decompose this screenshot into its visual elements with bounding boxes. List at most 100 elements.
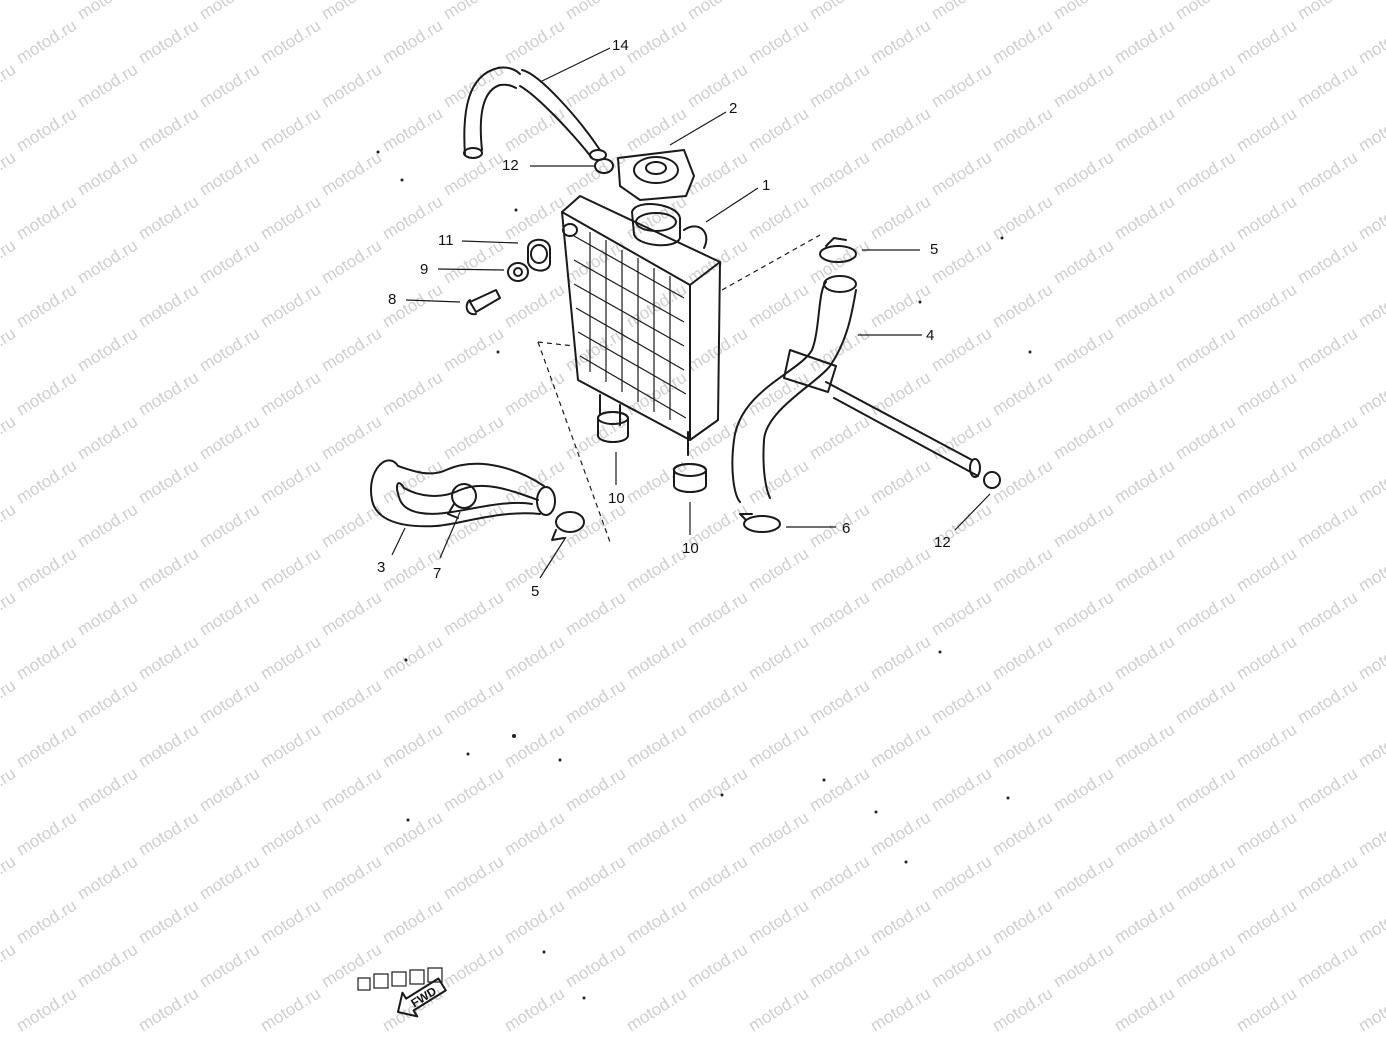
watermark-text: motod.ru bbox=[867, 896, 934, 948]
watermark-text: motod.ru bbox=[1294, 148, 1361, 200]
watermark-text: motod.ru bbox=[1233, 456, 1300, 508]
watermark-text: motod.ru bbox=[318, 60, 385, 112]
watermark-text: motod.ru bbox=[1233, 16, 1300, 68]
watermark-text: motod.ru bbox=[135, 632, 202, 684]
watermark-text: motod.ru bbox=[1294, 60, 1361, 112]
radiator bbox=[561, 195, 721, 456]
watermark-text: motod.ru bbox=[440, 412, 507, 464]
watermark-text: motod.ru bbox=[501, 808, 568, 860]
watermark-text: motod.ru bbox=[74, 940, 141, 992]
watermark-text: motod.ru bbox=[318, 852, 385, 904]
watermark-text: motod.ru bbox=[1294, 0, 1361, 23]
watermark-text: motod.ru bbox=[13, 632, 80, 684]
watermark-text: motod.ru bbox=[257, 808, 324, 860]
watermark-text: motod.ru bbox=[501, 368, 568, 420]
watermark-text: motod.ru bbox=[623, 808, 690, 860]
watermark-text: motod.ru bbox=[928, 324, 995, 376]
washer-9 bbox=[507, 262, 529, 282]
watermark-text: motod.ru bbox=[501, 16, 568, 68]
watermark-text: motod.ru bbox=[1111, 984, 1178, 1036]
watermark-text: motod.ru bbox=[13, 192, 80, 244]
watermark-text: motod.ru bbox=[13, 808, 80, 860]
watermark-text: motod.ru bbox=[1355, 192, 1386, 244]
watermark-text: motod.ru bbox=[928, 0, 995, 23]
callout-5-bottom: 5 bbox=[531, 583, 539, 600]
watermark-text: motod.ru bbox=[1050, 0, 1117, 23]
watermark-text: motod.ru bbox=[1294, 852, 1361, 904]
watermark-text: motod.ru bbox=[379, 808, 446, 860]
watermark-text: motod.ru bbox=[623, 456, 690, 508]
watermark-text: motod.ru bbox=[13, 896, 80, 948]
watermark-text: motod.ru bbox=[989, 632, 1056, 684]
watermark-text: motod.ru bbox=[196, 764, 263, 816]
watermark-text: motod.ru bbox=[501, 280, 568, 332]
watermark-text: motod.ru bbox=[74, 412, 141, 464]
watermark-text: motod.ru bbox=[989, 896, 1056, 948]
watermark-text: motod.ru bbox=[0, 588, 19, 640]
watermark-text: motod.ru bbox=[806, 588, 873, 640]
grommet-10-right bbox=[673, 463, 707, 493]
watermark-text: motod.ru bbox=[318, 236, 385, 288]
watermark-text: motod.ru bbox=[135, 720, 202, 772]
watermark-text: motod.ru bbox=[440, 148, 507, 200]
watermark-text: motod.ru bbox=[745, 192, 812, 244]
watermark-text: motod.ru bbox=[13, 368, 80, 420]
watermark-text: motod.ru bbox=[440, 852, 507, 904]
watermark-text: motod.ru bbox=[928, 588, 995, 640]
watermark-text: motod.ru bbox=[928, 412, 995, 464]
watermark-text: motod.ru bbox=[1355, 632, 1386, 684]
watermark-text: motod.ru bbox=[1355, 368, 1386, 420]
watermark-text: motod.ru bbox=[135, 104, 202, 156]
watermark-text: motod.ru bbox=[989, 192, 1056, 244]
callout-1: 1 bbox=[762, 177, 770, 194]
watermark-text: motod.ru bbox=[196, 588, 263, 640]
watermark-text: motod.ru bbox=[1172, 940, 1239, 992]
watermark-text: motod.ru bbox=[1355, 456, 1386, 508]
clip-5-top bbox=[819, 237, 857, 263]
watermark-text: motod.ru bbox=[1172, 500, 1239, 552]
watermark-text: motod.ru bbox=[806, 0, 873, 23]
watermark-text: motod.ru bbox=[440, 588, 507, 640]
watermark-text: motod.ru bbox=[196, 324, 263, 376]
watermark-text: motod.ru bbox=[1294, 588, 1361, 640]
grommet-11 bbox=[527, 238, 551, 272]
watermark-text: motod.ru bbox=[684, 0, 751, 23]
watermark-text: motod.ru bbox=[1050, 412, 1117, 464]
watermark-text: motod.ru bbox=[867, 984, 934, 1036]
watermark-text: motod.ru bbox=[1233, 544, 1300, 596]
watermark-text: motod.ru bbox=[806, 412, 873, 464]
watermark-text: motod.ru bbox=[562, 324, 629, 376]
watermark-text: motod.ru bbox=[318, 588, 385, 640]
watermark-text: motod.ru bbox=[1111, 368, 1178, 420]
watermark-text: motod.ru bbox=[0, 236, 19, 288]
watermark-text: motod.ru bbox=[1233, 104, 1300, 156]
watermark-text: motod.ru bbox=[318, 676, 385, 728]
watermark-text: motod.ru bbox=[196, 0, 263, 23]
watermark-text: motod.ru bbox=[379, 368, 446, 420]
watermark-text: motod.ru bbox=[745, 984, 812, 1036]
bolt-8 bbox=[465, 289, 501, 316]
watermark-text: motod.ru bbox=[1355, 984, 1386, 1036]
watermark-text: motod.ru bbox=[440, 940, 507, 992]
watermark-text: motod.ru bbox=[867, 456, 934, 508]
watermark-text: motod.ru bbox=[623, 984, 690, 1036]
watermark-text: motod.ru bbox=[1172, 852, 1239, 904]
watermark-text: motod.ru bbox=[1172, 412, 1239, 464]
watermark-text: motod.ru bbox=[318, 0, 385, 23]
watermark-text: motod.ru bbox=[379, 104, 446, 156]
watermark-text: motod.ru bbox=[867, 632, 934, 684]
callout-4: 4 bbox=[926, 327, 934, 344]
watermark-text: motod.ru bbox=[623, 16, 690, 68]
watermark-text: motod.ru bbox=[0, 148, 19, 200]
watermark-text: motod.ru bbox=[1172, 764, 1239, 816]
callout-3: 3 bbox=[377, 559, 385, 576]
watermark-text: motod.ru bbox=[135, 896, 202, 948]
watermark-text: motod.ru bbox=[989, 104, 1056, 156]
watermark-text: motod.ru bbox=[1111, 104, 1178, 156]
watermark-text: motod.ru bbox=[0, 0, 19, 23]
watermark-text: motod.ru bbox=[1111, 632, 1178, 684]
callout-10-left: 10 bbox=[608, 490, 625, 507]
watermark-text: motod.ru bbox=[501, 192, 568, 244]
watermark-text: motod.ru bbox=[135, 544, 202, 596]
